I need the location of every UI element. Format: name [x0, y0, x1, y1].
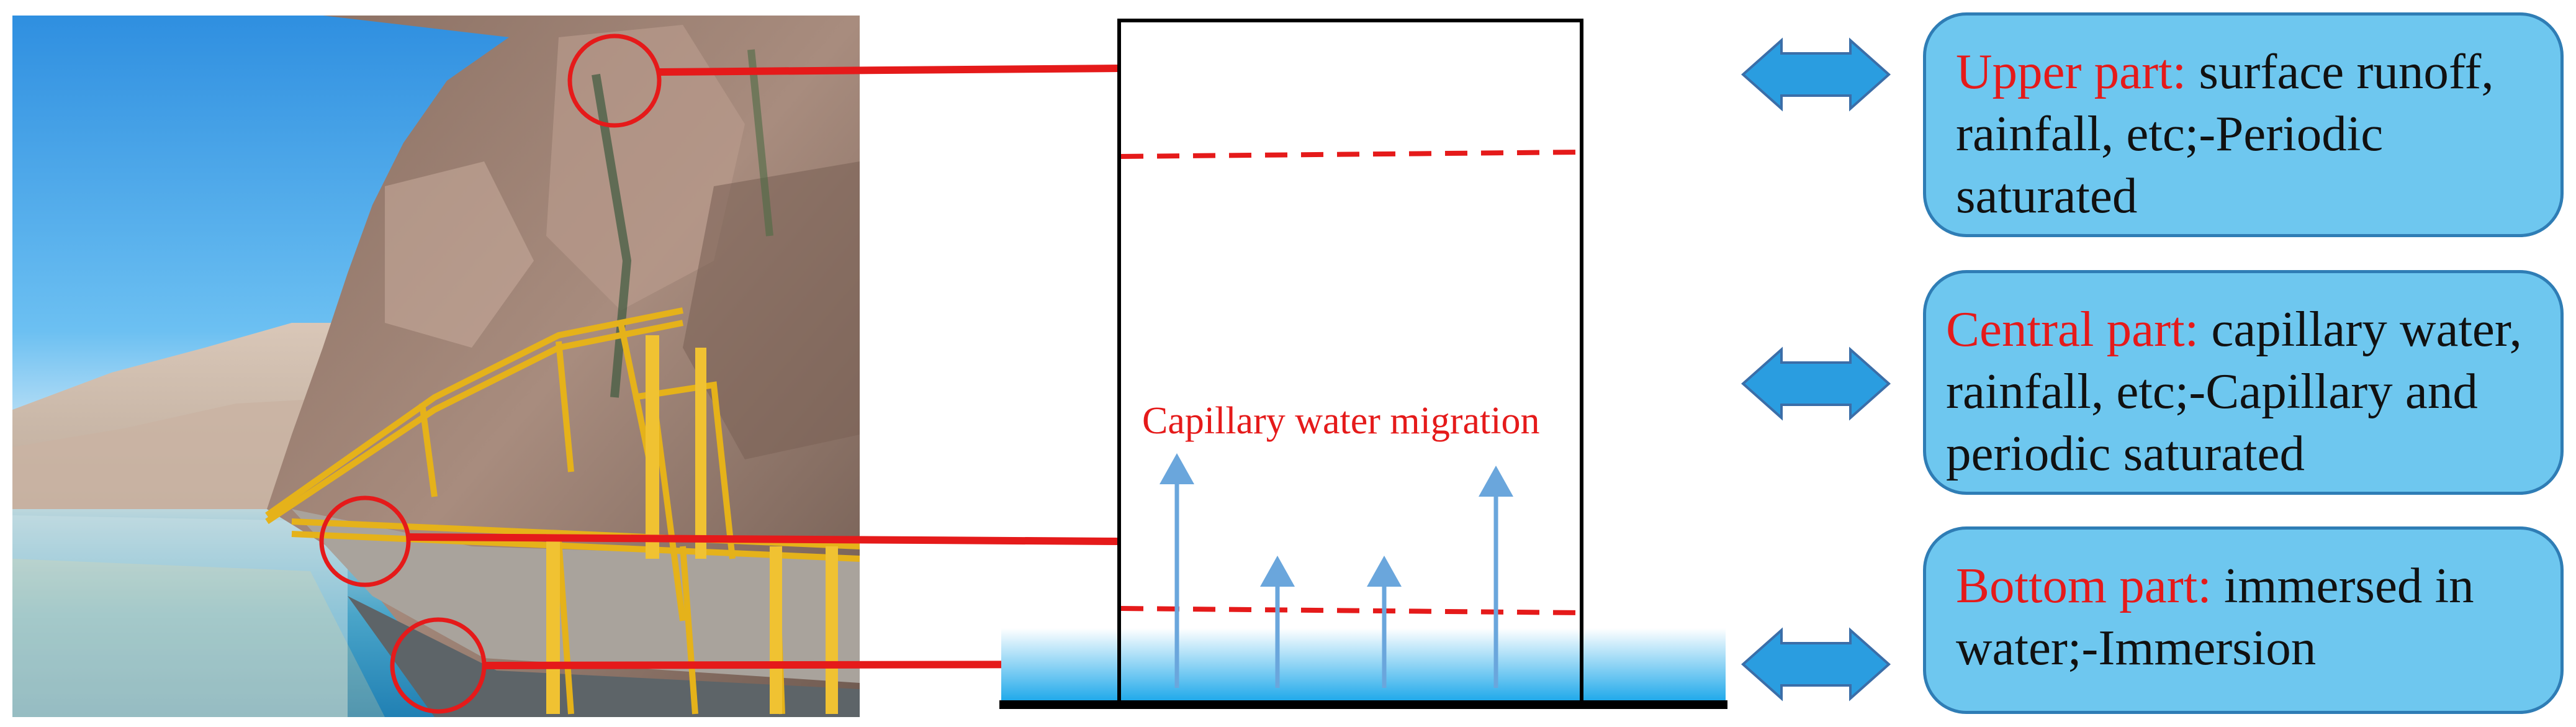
- central-marker-circle: [319, 495, 411, 587]
- migration-arrow: [1260, 556, 1295, 688]
- central-double-arrow: [1741, 346, 1891, 421]
- soil-column: [1117, 19, 1583, 705]
- upper-zone-text: surface runoff, rainfall, etc;-Periodic …: [1956, 43, 2494, 224]
- bottom-double-arrow: [1741, 627, 1891, 702]
- central-zone-label: Central part:: [1946, 301, 2199, 357]
- cliff-lake-photo: [12, 16, 860, 717]
- bottom-zone-text: immersed in water;-Immersion: [1956, 558, 2474, 675]
- bottom-zone-box: Bottom part: immersed in water;-Immersio…: [1923, 526, 2564, 714]
- central-zone-box: Central part: capillary water, rainfall,…: [1923, 270, 2564, 495]
- water-level-boundary: [1120, 606, 1580, 615]
- upper-double-arrow: [1741, 37, 1891, 112]
- migration-arrow: [1160, 453, 1194, 688]
- migration-label: Capillary water migration: [1142, 400, 1539, 442]
- upper-connector-line: [659, 65, 1121, 76]
- migration-arrow: [1367, 556, 1402, 688]
- water-bath: [1001, 628, 1726, 703]
- central-connector-line: [408, 533, 1121, 545]
- migration-arrow: [1479, 466, 1513, 688]
- central-zone-text: capillary water, rainfall, etc;-Capillar…: [1946, 301, 2522, 481]
- upper-zone-box: Upper part: surface runoff, rainfall, et…: [1923, 12, 2564, 237]
- migration-arrows: [1160, 453, 1513, 688]
- double-arrows: [1741, 37, 1891, 702]
- base-plate: [999, 700, 1727, 709]
- upper-zone-label: Upper part:: [1956, 43, 2187, 99]
- bottom-zone-label: Bottom part:: [1956, 558, 2212, 613]
- upper-zone-boundary: [1120, 150, 1580, 159]
- upper-marker-circle: [567, 34, 662, 128]
